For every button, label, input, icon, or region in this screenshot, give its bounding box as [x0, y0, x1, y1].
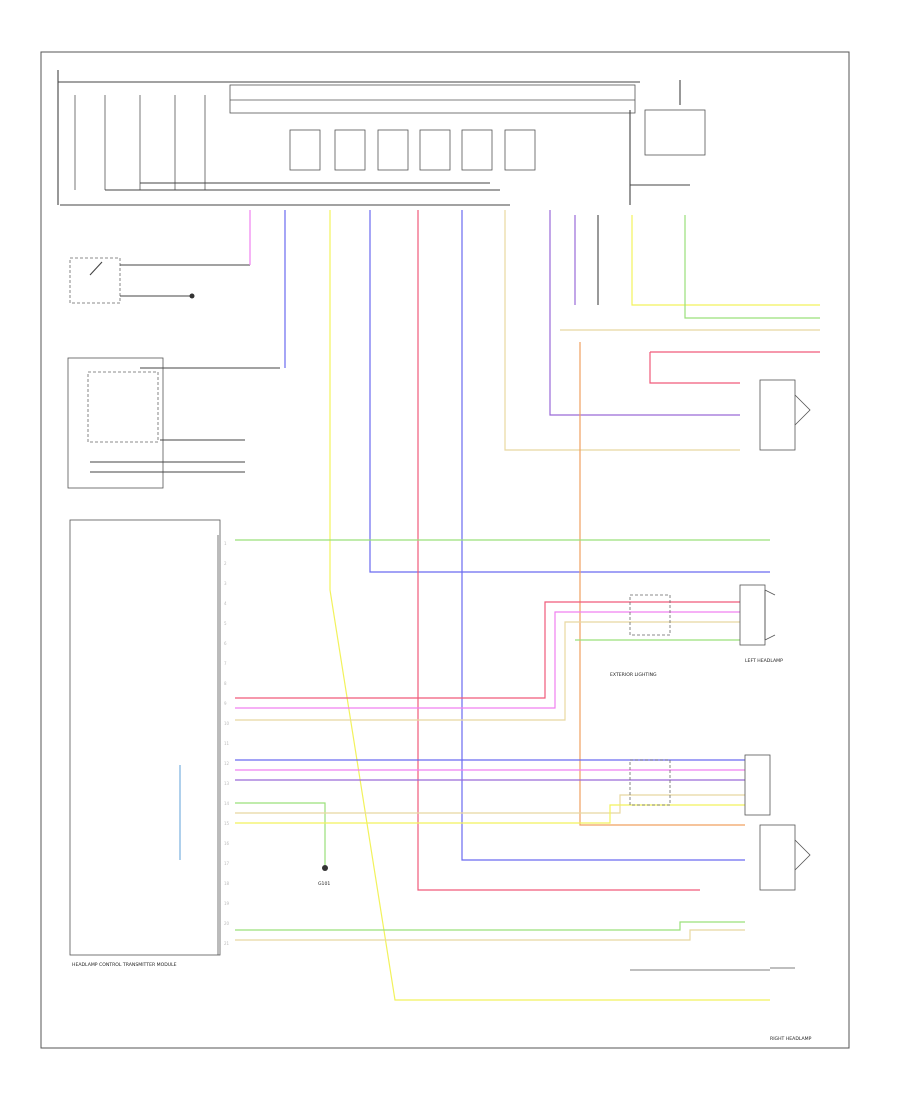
svg-text:4: 4 — [224, 601, 227, 606]
ground-label: G101 — [318, 881, 330, 887]
svg-text:1: 1 — [224, 541, 227, 546]
svg-text:7: 7 — [224, 661, 227, 666]
svg-text:14: 14 — [224, 801, 230, 806]
svg-text:19: 19 — [224, 901, 230, 906]
svg-text:9: 9 — [224, 701, 227, 706]
svg-text:12: 12 — [224, 761, 230, 766]
svg-text:10: 10 — [224, 721, 230, 726]
svg-text:8: 8 — [224, 681, 227, 686]
headlamp-control-label: HEADLAMP CONTROL TRANSMITTER MODULE — [72, 962, 177, 968]
svg-text:6: 6 — [224, 641, 227, 646]
svg-text:17: 17 — [224, 861, 230, 866]
svg-text:13: 13 — [224, 781, 230, 786]
diagram-frame — [40, 51, 850, 1049]
svg-text:20: 20 — [224, 921, 230, 926]
svg-text:16: 16 — [224, 841, 230, 846]
power-distribution-section — [57, 70, 706, 206]
right-headlamp-assembly — [744, 754, 811, 969]
frame-label-right: RIGHT HEADLAMP — [770, 1036, 812, 1042]
svg-text:2: 2 — [224, 561, 227, 566]
multifunction-switch — [67, 357, 280, 489]
left-headlamp-assembly — [739, 379, 811, 646]
svg-text:3: 3 — [224, 581, 227, 586]
svg-text:18: 18 — [224, 881, 230, 886]
svg-text:11: 11 — [224, 741, 230, 746]
headlamp-switch — [69, 257, 250, 304]
wire-harness — [179, 210, 820, 1001]
svg-text:21: 21 — [224, 941, 230, 946]
exterior-lighting-label: EXTERIOR LIGHTING — [610, 672, 657, 678]
svg-text:5: 5 — [224, 621, 227, 626]
ground-point — [322, 865, 328, 871]
svg-text:15: 15 — [224, 821, 230, 826]
left-headlamp-label: LEFT HEADLAMP — [745, 658, 783, 664]
connector-region — [629, 594, 770, 971]
